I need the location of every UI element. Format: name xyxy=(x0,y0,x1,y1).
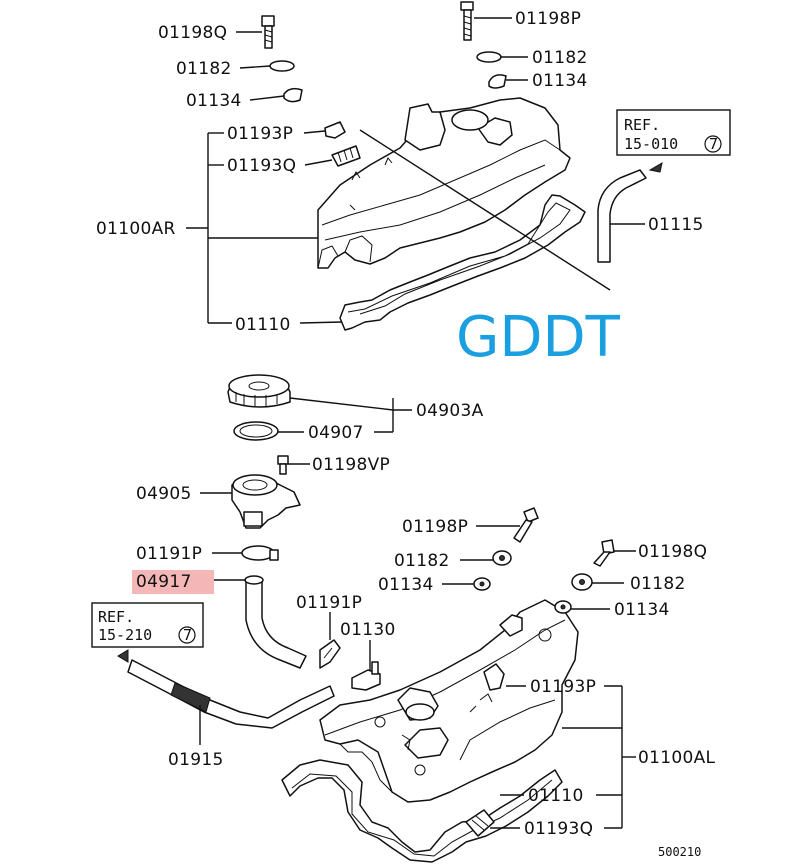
label-01182-topleft: 01182 xyxy=(176,59,232,79)
label-01915: 01915 xyxy=(168,750,224,770)
label-01110-bottom: 01110 xyxy=(528,786,584,806)
pcv-valve-01130 xyxy=(351,661,381,691)
grommet-01134-topright xyxy=(488,74,507,89)
label-01198p-mid: 01198P xyxy=(402,517,468,537)
watermark: GDDT xyxy=(456,305,621,370)
label-01100ar: 01100AR xyxy=(96,219,176,239)
ref-box-top: REF. 15-010 7 xyxy=(616,109,731,156)
bolt-01198p-top xyxy=(460,1,474,41)
label-01193q-bottom: 01193Q xyxy=(524,819,593,839)
hose-01115 xyxy=(597,161,663,263)
label-01193p-bottom: 01193P xyxy=(530,677,596,697)
breather-04905 xyxy=(231,474,301,529)
label-01198p-top: 01198P xyxy=(515,9,581,29)
hose-04917 xyxy=(244,575,307,669)
ref-top-circle xyxy=(704,135,722,153)
bolt-01198q-right xyxy=(593,539,615,567)
label-01182-topright: 01182 xyxy=(532,48,588,68)
part-labels: 01198Q 01182 01134 01198P 01182 01134 01… xyxy=(96,9,716,839)
washer-01182-topright xyxy=(476,51,502,63)
leader-lines xyxy=(186,17,645,829)
rocker-cover-bottom xyxy=(281,599,579,863)
bolt-01198q-top xyxy=(261,15,275,49)
hose-01915 xyxy=(117,649,335,729)
clamp-01191p-mid xyxy=(319,639,341,669)
label-01198q-top: 01198Q xyxy=(158,23,227,43)
bolt-01198p-mid xyxy=(513,507,539,543)
ref-box-left: REF. 15-210 7 xyxy=(91,602,204,648)
ref-top-num: 7 xyxy=(709,135,718,153)
label-01134-right: 01134 xyxy=(614,600,670,620)
label-01182-mid: 01182 xyxy=(394,551,450,571)
label-01134-topright: 01134 xyxy=(532,71,588,91)
ref-top-line2: 15-010 xyxy=(624,135,678,153)
label-04905: 04905 xyxy=(136,484,192,504)
label-04917: 04917 xyxy=(136,572,192,592)
ref-left-line2: 15-210 xyxy=(98,626,152,644)
label-01115: 01115 xyxy=(648,215,704,235)
label-01193p-top: 01193P xyxy=(227,124,293,144)
ref-left-circle xyxy=(178,626,196,644)
label-01191p-mid: 01191P xyxy=(296,593,362,613)
clip-01193p-top xyxy=(324,121,346,139)
label-01130: 01130 xyxy=(340,620,396,640)
oil-cap-04903a xyxy=(227,374,291,408)
ref-left-line1: REF. xyxy=(98,608,134,626)
label-01182-right: 01182 xyxy=(630,574,686,594)
grommet-01134-topleft xyxy=(283,87,303,103)
rocker-cover-top xyxy=(317,97,611,331)
label-01134-mid: 01134 xyxy=(378,575,434,595)
diagram-code: 500210 xyxy=(658,845,701,859)
clamp-01191p-left xyxy=(241,545,279,561)
clip-01193q-bottom xyxy=(465,809,495,837)
label-01100al: 01100AL xyxy=(638,748,716,768)
label-04903a: 04903A xyxy=(416,401,484,421)
label-01198vp: 01198VP xyxy=(312,455,390,475)
label-01198q-right: 01198Q xyxy=(638,542,707,562)
label-01110-top: 01110 xyxy=(235,315,291,335)
label-01134-topleft: 01134 xyxy=(186,91,242,111)
washer-01182-topleft xyxy=(269,60,295,72)
screw-01198vp xyxy=(277,455,289,475)
highlight-04917 xyxy=(132,570,214,594)
label-04907: 04907 xyxy=(308,423,364,443)
ref-top-line1: REF. xyxy=(624,116,660,134)
gasket-bottom xyxy=(281,759,563,863)
label-01191p-left: 01191P xyxy=(136,544,202,564)
clip-01193p-bottom xyxy=(483,663,505,691)
label-01193q-top: 01193Q xyxy=(227,156,296,176)
ref-left-num: 7 xyxy=(183,626,192,644)
